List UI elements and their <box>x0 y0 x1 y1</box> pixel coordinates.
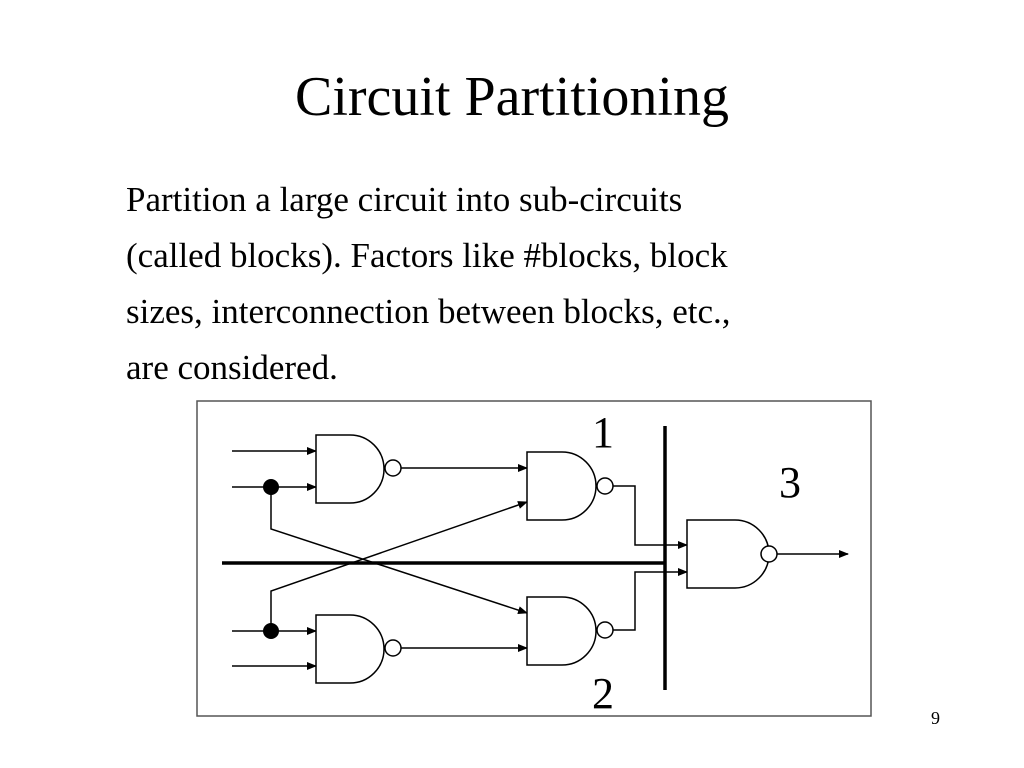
nand-gate-top-left <box>315 434 402 504</box>
cross-wires <box>270 487 528 631</box>
body-line-2: (called blocks). Factors like #blocks, b… <box>126 236 728 275</box>
slide-body-text: Partition a large circuit into sub-circu… <box>126 172 926 396</box>
body-line-1: Partition a large circuit into sub-circu… <box>126 180 683 219</box>
body-line-3: sizes, interconnection between blocks, e… <box>126 292 731 331</box>
body-line-4: are considered. <box>126 348 338 387</box>
internal-wires <box>401 464 849 652</box>
nand-gate-bottom-left <box>315 614 402 684</box>
block-label-2: 2 <box>592 669 614 718</box>
nand-gate-bottom-middle <box>526 596 614 666</box>
slide-title: Circuit Partitioning <box>295 66 729 128</box>
block-label-3: 3 <box>779 458 801 507</box>
nand-gate-top-middle <box>526 451 614 521</box>
page-number: 9 <box>931 708 940 728</box>
diagram-frame <box>196 400 872 717</box>
nand-gate-output <box>686 519 778 589</box>
block-label-1: 1 <box>592 408 614 457</box>
